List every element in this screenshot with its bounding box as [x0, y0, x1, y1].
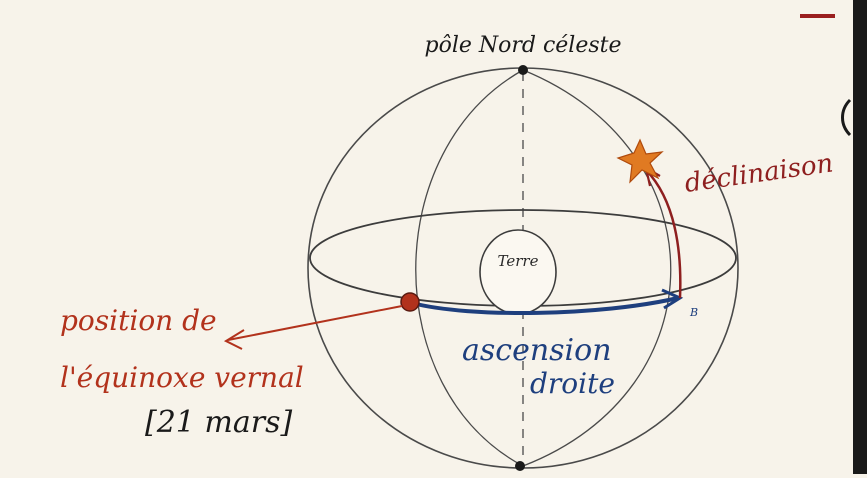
right-bracket-mark	[841, 98, 852, 137]
declination-label: déclinaison	[683, 148, 835, 199]
date-label: [21 mars]	[145, 405, 292, 440]
earth-label: Terre	[498, 252, 539, 270]
south-pole-point	[515, 461, 525, 471]
star-icon	[616, 138, 664, 184]
ascension-label-line2: droite	[530, 367, 615, 400]
pole-label: pôle Nord céleste	[424, 33, 621, 58]
vernal-label-line1: position de	[60, 304, 217, 337]
point-b-label: B	[689, 306, 698, 319]
vernal-equinox-point	[400, 292, 420, 312]
ascension-label-line1: ascension	[462, 333, 612, 368]
vernal-pointer-arrowhead	[223, 329, 245, 350]
vernal-pointer-line	[227, 305, 403, 341]
earth-circle	[479, 229, 557, 315]
photo-edge	[853, 0, 867, 474]
meridian-left	[415, 69, 524, 467]
meridian-right	[522, 69, 672, 467]
vernal-label-line2: l'équinoxe vernal	[60, 361, 304, 394]
declination-arc	[645, 169, 682, 299]
north-pole-point	[518, 65, 528, 75]
right-ascension-arc	[411, 296, 679, 315]
